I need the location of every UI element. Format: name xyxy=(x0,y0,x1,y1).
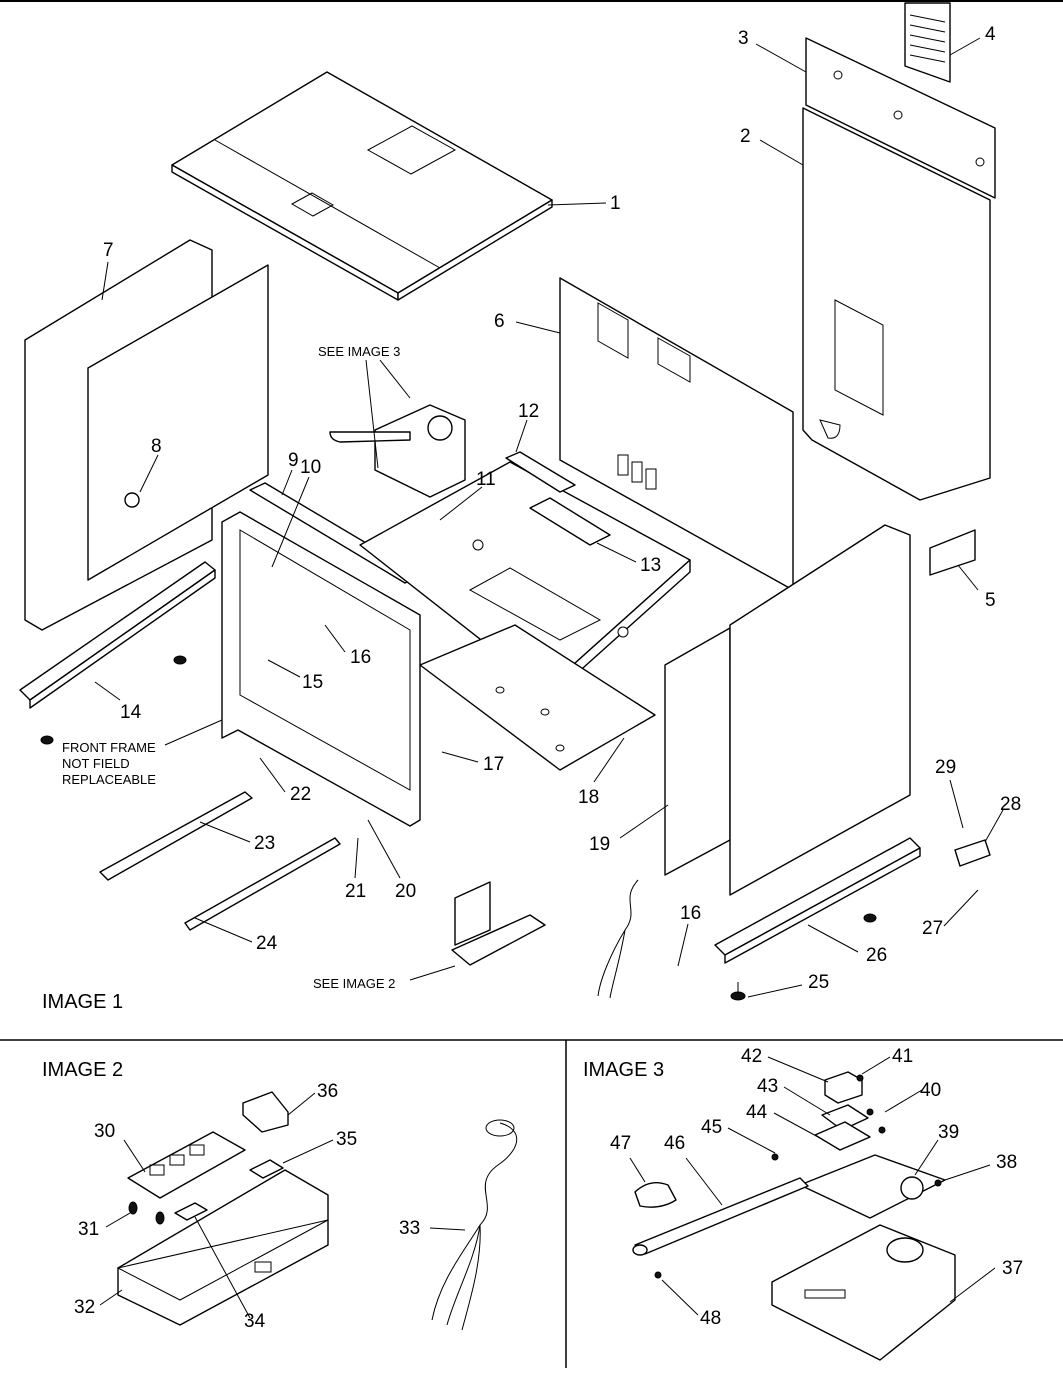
callout-1: 1 xyxy=(610,193,621,214)
part-8-sensor xyxy=(124,492,140,508)
part-44-plate xyxy=(814,1121,871,1151)
part-image2-box-small xyxy=(451,881,546,966)
image3-label: IMAGE 3 xyxy=(583,1059,664,1081)
part-47-knob xyxy=(634,1182,677,1208)
callout-33: 33 xyxy=(399,1218,420,1239)
callout-25: 25 xyxy=(808,972,829,993)
callout-19: 19 xyxy=(589,834,610,855)
callout-42: 42 xyxy=(741,1046,762,1067)
part-left-rail xyxy=(19,561,216,745)
part-34-connector xyxy=(174,1202,208,1221)
callout-31: 31 xyxy=(78,1219,99,1240)
part-25-leveling-leg xyxy=(730,982,746,1001)
part-bottom-panel xyxy=(419,624,656,771)
front-frame-note-line3: REPLACEABLE xyxy=(62,772,156,787)
part-top-panel xyxy=(171,71,553,301)
part-right-side-panel xyxy=(729,524,911,896)
callout-16-b: 16 xyxy=(680,903,701,924)
callout-40: 40 xyxy=(920,1080,941,1101)
callout-45: 45 xyxy=(701,1117,722,1138)
part-37-mechanism-base xyxy=(771,1224,956,1361)
front-frame-note-line1: FRONT FRAME xyxy=(62,740,156,755)
callout-32: 32 xyxy=(74,1297,95,1318)
part-32-junction-box xyxy=(116,1169,329,1326)
callout-47: 47 xyxy=(610,1133,631,1154)
callout-43: 43 xyxy=(757,1076,778,1097)
see-image-2-note: SEE IMAGE 2 xyxy=(313,976,395,991)
part-28-clip xyxy=(954,839,991,867)
callout-36: 36 xyxy=(317,1081,338,1102)
part-24-rail xyxy=(184,837,341,931)
callout-24: 24 xyxy=(256,933,278,954)
callout-4: 4 xyxy=(985,24,996,45)
see-image-3-note: SEE IMAGE 3 xyxy=(318,344,400,359)
callout-41: 41 xyxy=(892,1046,913,1067)
part-36-terminal-block xyxy=(242,1091,289,1133)
callout-7: 7 xyxy=(103,240,114,261)
part-46-lever-arm xyxy=(632,1177,809,1256)
part-12-bracket xyxy=(505,451,576,493)
part-43-bracket xyxy=(821,1104,869,1131)
callout-44: 44 xyxy=(746,1102,768,1123)
callout-3: 3 xyxy=(738,28,749,49)
callout-12: 12 xyxy=(518,401,539,422)
part-33-power-cord xyxy=(431,1119,518,1331)
callout-23: 23 xyxy=(254,833,275,854)
callout-9: 9 xyxy=(288,450,299,471)
part-23-rail xyxy=(99,791,253,881)
callout-21: 21 xyxy=(345,881,366,902)
part-right-inner-panel xyxy=(664,627,731,876)
callout-48: 48 xyxy=(700,1308,721,1329)
part-wire-harness-small xyxy=(597,879,639,999)
callout-22: 22 xyxy=(290,784,311,805)
front-frame-note-line2: NOT FIELD xyxy=(62,756,130,771)
part-30-terminal-board xyxy=(127,1131,246,1199)
leader-lines xyxy=(94,37,1004,1319)
callout-27: 27 xyxy=(922,918,943,939)
image1-label: IMAGE 1 xyxy=(42,991,123,1013)
part-back-trim-panel xyxy=(805,37,996,199)
callout-5: 5 xyxy=(985,590,996,611)
callout-39: 39 xyxy=(938,1122,959,1143)
part-31-screw xyxy=(128,1201,165,1225)
callout-30: 30 xyxy=(94,1121,115,1142)
image2-label: IMAGE 2 xyxy=(42,1059,123,1081)
part-oven-floor xyxy=(359,461,691,703)
callout-11: 11 xyxy=(476,469,496,490)
callout-37: 37 xyxy=(1002,1258,1023,1279)
callout-15: 15 xyxy=(302,672,323,693)
callout-35: 35 xyxy=(336,1129,357,1150)
callout-16-a: 16 xyxy=(350,647,371,668)
part-5-plate xyxy=(929,529,976,576)
callout-17: 17 xyxy=(483,754,504,775)
part-42-switch xyxy=(824,1071,863,1104)
callout-8: 8 xyxy=(151,436,162,457)
callout-46: 46 xyxy=(664,1133,685,1154)
part-back-panel xyxy=(802,107,991,501)
part-front-frame xyxy=(221,511,421,827)
callout-18: 18 xyxy=(578,787,599,808)
callout-38: 38 xyxy=(996,1152,1017,1173)
part-35-connector xyxy=(249,1159,284,1179)
callout-13: 13 xyxy=(640,555,661,576)
callout-2: 2 xyxy=(740,126,751,147)
callout-6: 6 xyxy=(494,311,505,332)
callout-28: 28 xyxy=(1000,794,1021,815)
part-right-rail xyxy=(714,837,921,964)
callout-34: 34 xyxy=(244,1311,266,1332)
part-13-bracket xyxy=(529,497,611,546)
part-mechanism-screws xyxy=(654,1074,942,1279)
part-vent-grille xyxy=(904,2,951,83)
callout-26: 26 xyxy=(866,945,887,966)
callout-14: 14 xyxy=(120,702,142,723)
callout-29: 29 xyxy=(935,757,956,778)
callout-20: 20 xyxy=(395,881,416,902)
callout-10: 10 xyxy=(300,457,321,478)
part-image3-mechanism-small xyxy=(329,404,466,498)
